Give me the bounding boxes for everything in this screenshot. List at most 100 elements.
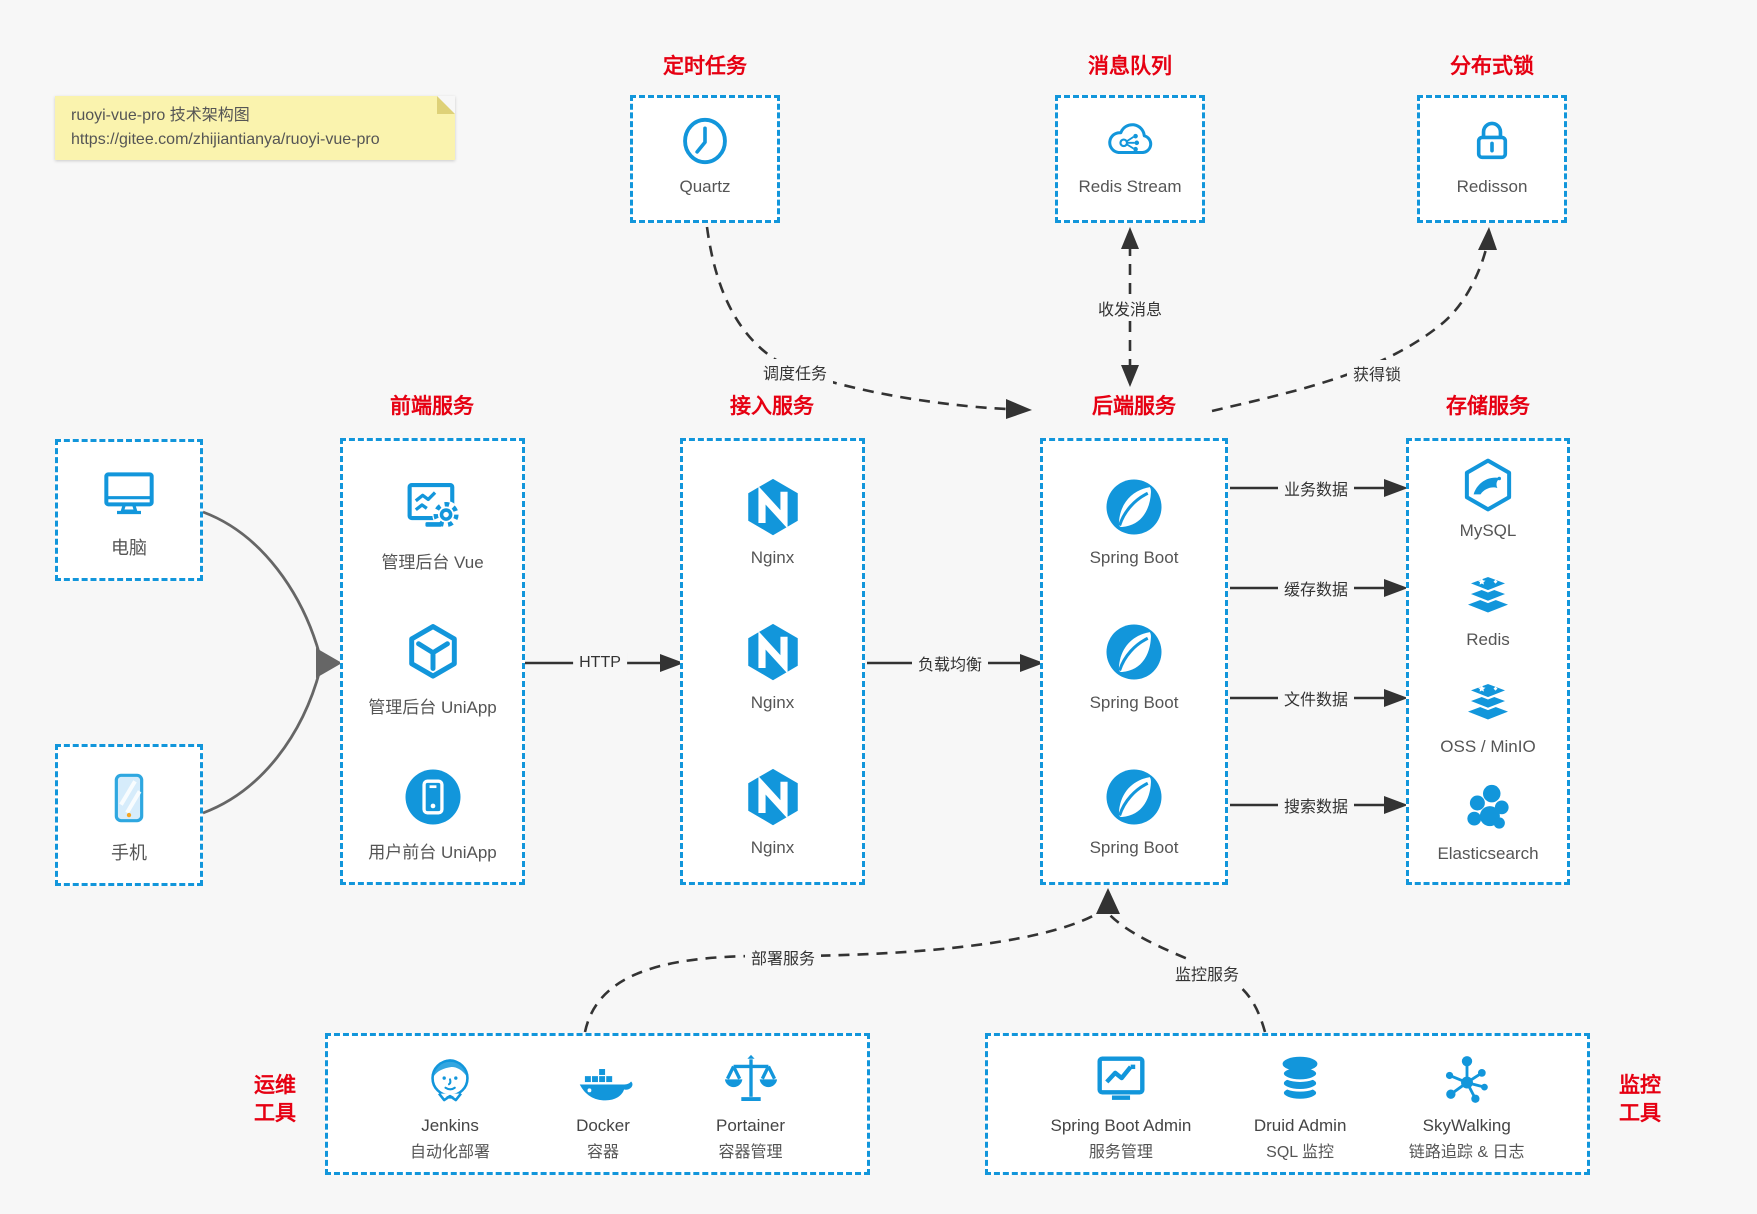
lock-icon: [1463, 110, 1521, 172]
item-jenkins: Jenkins 自动化部署: [410, 1046, 490, 1162]
gateway-services-box: Nginx Nginx Nginx: [680, 438, 865, 885]
edge-label-lock: 获得锁: [1346, 360, 1408, 386]
item-admin-vue: 管理后台 Vue: [343, 471, 522, 573]
pc-client-label: 电脑: [111, 538, 147, 558]
title-message-queue: 消息队列: [1088, 55, 1172, 78]
nginx-icon: [740, 616, 806, 688]
spring-boot-admin-icon: [1090, 1046, 1152, 1114]
redis-stack-icon: [1458, 563, 1518, 625]
edge-label-search-data: 搜索数据: [1277, 792, 1355, 818]
cloud-share-icon: [1101, 110, 1159, 172]
quartz-label: Quartz: [679, 177, 731, 196]
uniapp-cube-icon: [400, 616, 466, 688]
redis-stream-label: Redis Stream: [1078, 177, 1182, 196]
item-label: 管理后台 Vue: [381, 553, 484, 572]
backend-services-box: Spring Boot Spring Boot Spring Boot: [1040, 438, 1228, 885]
redis-stream-box: Redis Stream: [1055, 95, 1205, 223]
desktop-icon: [58, 454, 200, 532]
elasticsearch-icon: [1458, 777, 1518, 839]
ops-tools-side-label: 运维 工具: [237, 1072, 313, 1128]
item-sub: 自动化部署: [410, 1144, 491, 1161]
edge-label-message: 收发消息: [1091, 295, 1169, 321]
item-docker: Docker 容器: [572, 1046, 634, 1162]
note-title: ruoyi-vue-pro 技术架构图: [71, 107, 250, 124]
edge-label-schedule: 调度任务: [756, 359, 834, 385]
monitoring-tools-side-label: 监控 工具: [1602, 1072, 1678, 1128]
ops-tools-label-line2: 工具: [254, 1102, 296, 1125]
edge-label-load-balance: 负载均衡: [911, 650, 989, 676]
item-label: Nginx: [750, 838, 795, 857]
item-sub: 容器: [587, 1144, 620, 1161]
arrow-monitor-services: [1096, 888, 1267, 1033]
admin-vue-icon: [400, 471, 466, 543]
column-title-backend: 后端服务: [1092, 395, 1176, 418]
docker-icon: [572, 1046, 634, 1114]
mobile-icon: [58, 759, 200, 837]
item-label: Redis: [1466, 630, 1510, 649]
item-label: 管理后台 UniApp: [368, 698, 497, 717]
quartz-box: Quartz: [630, 95, 780, 223]
mobile-client-label: 手机: [111, 843, 147, 863]
druid-icon: [1269, 1046, 1331, 1114]
title-scheduled-tasks: 定时任务: [663, 55, 747, 78]
item-name: Jenkins: [421, 1116, 479, 1135]
redis-stream-item: Redis Stream: [1058, 110, 1202, 197]
item-label: Nginx: [750, 548, 795, 567]
monitoring-tools-label-line1: 监控: [1619, 1074, 1661, 1097]
frontend-services-box: 管理后台 Vue 管理后台 UniApp 用户前台 UniApp: [340, 438, 525, 885]
item-nginx-3: Nginx: [683, 761, 862, 858]
spring-boot-icon: [1101, 471, 1167, 543]
item-springboot-3: Spring Boot: [1043, 761, 1225, 858]
item-mysql: MySQL: [1409, 454, 1567, 541]
item-label: Spring Boot: [1089, 838, 1179, 857]
item-oss-minio: OSS / MinIO: [1409, 670, 1567, 757]
note-fold-corner: [437, 96, 455, 114]
item-name: Docker: [576, 1116, 630, 1135]
arrow-clients-to-frontend: [202, 510, 342, 815]
title-distributed-lock: 分布式锁: [1450, 55, 1534, 78]
clock-icon: [676, 110, 734, 172]
item-label: Spring Boot: [1089, 693, 1179, 712]
item-nginx-1: Nginx: [683, 471, 862, 568]
item-elasticsearch: Elasticsearch: [1409, 777, 1567, 864]
item-sub: 链路追踪 & 日志: [1408, 1144, 1525, 1161]
storage-stack-icon: [1458, 670, 1518, 732]
item-sub: 容器管理: [718, 1144, 783, 1161]
item-sub: 服务管理: [1088, 1144, 1153, 1161]
jenkins-icon: [419, 1046, 481, 1114]
skywalking-icon: [1436, 1046, 1498, 1114]
redisson-box: Redisson: [1417, 95, 1567, 223]
item-label: MySQL: [1459, 521, 1517, 540]
item-name: Druid Admin: [1253, 1116, 1347, 1135]
item-spring-boot-admin: Spring Boot Admin 服务管理: [1051, 1046, 1191, 1162]
item-skywalking: SkyWalking 链路追踪 & 日志: [1409, 1046, 1525, 1162]
edge-label-http: HTTP: [573, 653, 627, 673]
item-user-uniapp: 用户前台 UniApp: [343, 761, 522, 863]
edge-label-deploy: 部署服务: [744, 944, 822, 970]
spring-boot-icon: [1101, 616, 1167, 688]
item-druid-admin: Druid Admin SQL 监控: [1253, 1046, 1347, 1162]
arrowhead: [316, 648, 342, 678]
item-sub: SQL 监控: [1266, 1144, 1335, 1161]
item-label: Nginx: [750, 693, 795, 712]
item-label: 用户前台 UniApp: [368, 843, 497, 862]
column-title-frontend: 前端服务: [390, 395, 474, 418]
mobile-client-box: 手机: [55, 744, 203, 886]
quartz-item: Quartz: [633, 110, 777, 197]
item-springboot-2: Spring Boot: [1043, 616, 1225, 713]
column-title-storage: 存储服务: [1446, 395, 1530, 418]
user-uniapp-icon: [400, 761, 466, 833]
monitoring-tools-label-line2: 工具: [1619, 1102, 1661, 1125]
item-label: Elasticsearch: [1437, 844, 1539, 863]
arrow-deploy-services: [583, 910, 1101, 1033]
sticky-note: ruoyi-vue-pro 技术架构图 https://gitee.com/zh…: [55, 96, 455, 160]
item-admin-uniapp: 管理后台 UniApp: [343, 616, 522, 718]
item-name: Portainer: [716, 1116, 785, 1135]
note-url: https://gitee.com/zhijiantianya/ruoyi-vu…: [71, 131, 380, 148]
item-label: OSS / MinIO: [1440, 737, 1536, 756]
spring-boot-icon: [1101, 761, 1167, 833]
item-springboot-1: Spring Boot: [1043, 471, 1225, 568]
item-portainer: Portainer 容器管理: [716, 1046, 785, 1162]
storage-services-box: MySQL Redis OSS / MinIO Elasticsearch: [1406, 438, 1570, 885]
